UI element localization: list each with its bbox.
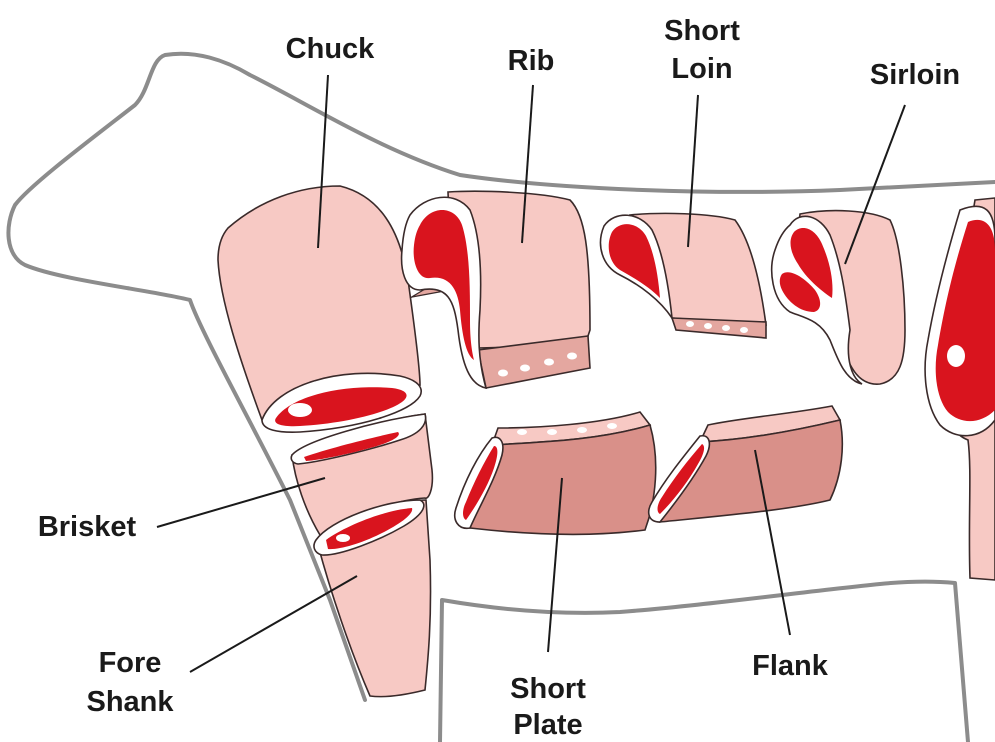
short-loin-cut: [601, 213, 766, 338]
short-plate-dot: [577, 427, 587, 433]
short-plate-dot: [547, 429, 557, 435]
chuck-bone-dot: [288, 403, 312, 417]
rib-cut: [402, 191, 590, 388]
rib-dot: [567, 353, 577, 360]
short-loin-bottom-face: [672, 318, 766, 338]
round-face-lean: [936, 220, 995, 421]
short-plate-label-line1: Short: [510, 673, 586, 705]
round-bone-dot: [947, 345, 965, 367]
rib-label: Rib: [508, 45, 555, 77]
short-plate-dot: [517, 429, 527, 435]
short-loin-dot: [686, 321, 694, 327]
rib-dot: [544, 359, 554, 366]
round-cut: [925, 198, 995, 580]
short-plate-cut: [455, 412, 656, 534]
short-loin-dot: [704, 323, 712, 329]
rib-dot: [520, 365, 530, 372]
fore-shank-label-line1: Fore: [99, 647, 162, 679]
short-loin-dot: [722, 325, 730, 331]
fore-shank-bone-dot: [336, 534, 350, 542]
flank-cut: [649, 406, 843, 522]
sirloin-cut: [772, 211, 905, 385]
sirloin-label: Sirloin: [870, 59, 960, 91]
rib-dot: [498, 370, 508, 377]
short-loin-label-line2: Loin: [671, 53, 732, 85]
short-plate-dot: [607, 423, 617, 429]
short-loin-label-line1: Short: [664, 15, 740, 47]
fore-shank-label-line2: Shank: [86, 686, 174, 718]
brisket-label: Brisket: [38, 511, 137, 543]
short-plate-label-line2: Plate: [513, 709, 582, 741]
short-loin-dot: [740, 327, 748, 333]
chuck-label: Chuck: [286, 33, 376, 65]
fore-shank-cut: [314, 500, 431, 697]
fore-shank-leader-line: [190, 576, 357, 672]
flank-label: Flank: [752, 650, 829, 682]
